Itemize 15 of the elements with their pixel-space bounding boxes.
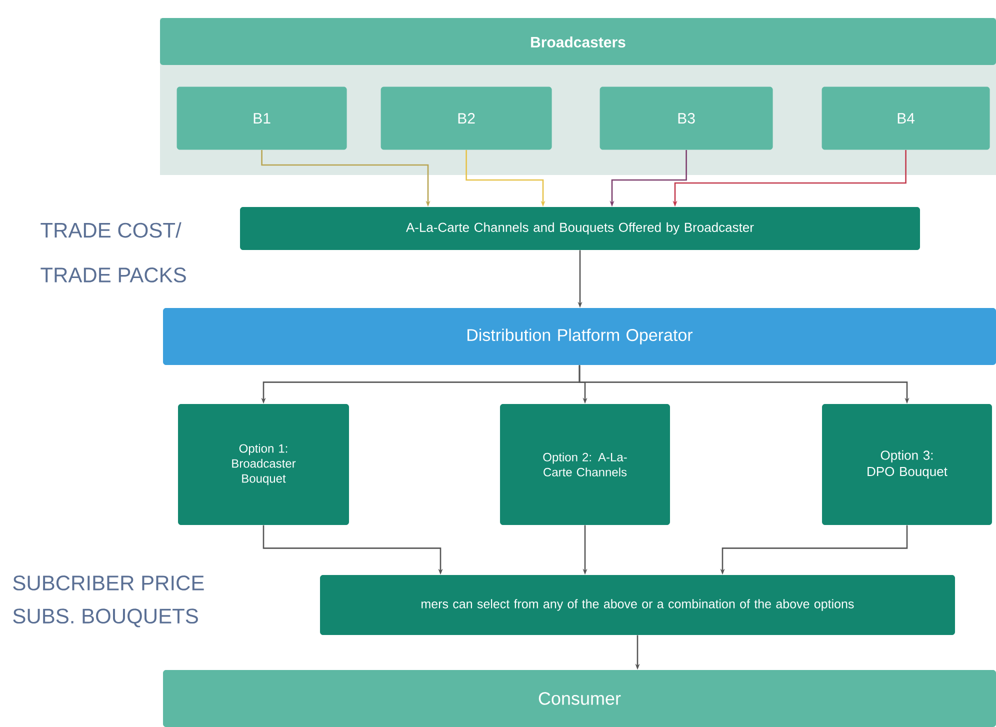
process-box: Option 2: A-La-Carte Channels (500, 404, 670, 525)
process-box: B1 (176, 86, 347, 150)
process-box: B3 (600, 86, 773, 150)
side-label: TRADE PACKS (40, 268, 186, 282)
side-label: TRADE COST/ (40, 222, 182, 238)
process-box: Option 1: Broadcaster Bouquet (178, 404, 349, 525)
process-box: B2 (380, 86, 552, 150)
process-box: A-La-Carte Channels and Bouquets Offered by Broadcaster (240, 207, 920, 250)
process-box: Option 3: DPO Bouquet (822, 404, 992, 525)
process-box: Distribution Platform Operator (163, 308, 996, 365)
side-label: SUBS. BOUQUETS (13, 608, 198, 628)
side-label: SUBCRIBER PRICE (13, 576, 204, 590)
process-box: B4 (822, 86, 990, 150)
process-box: Consumer (163, 670, 996, 727)
process-box: mers can select from any of the above or a combination of the above options (320, 575, 955, 635)
